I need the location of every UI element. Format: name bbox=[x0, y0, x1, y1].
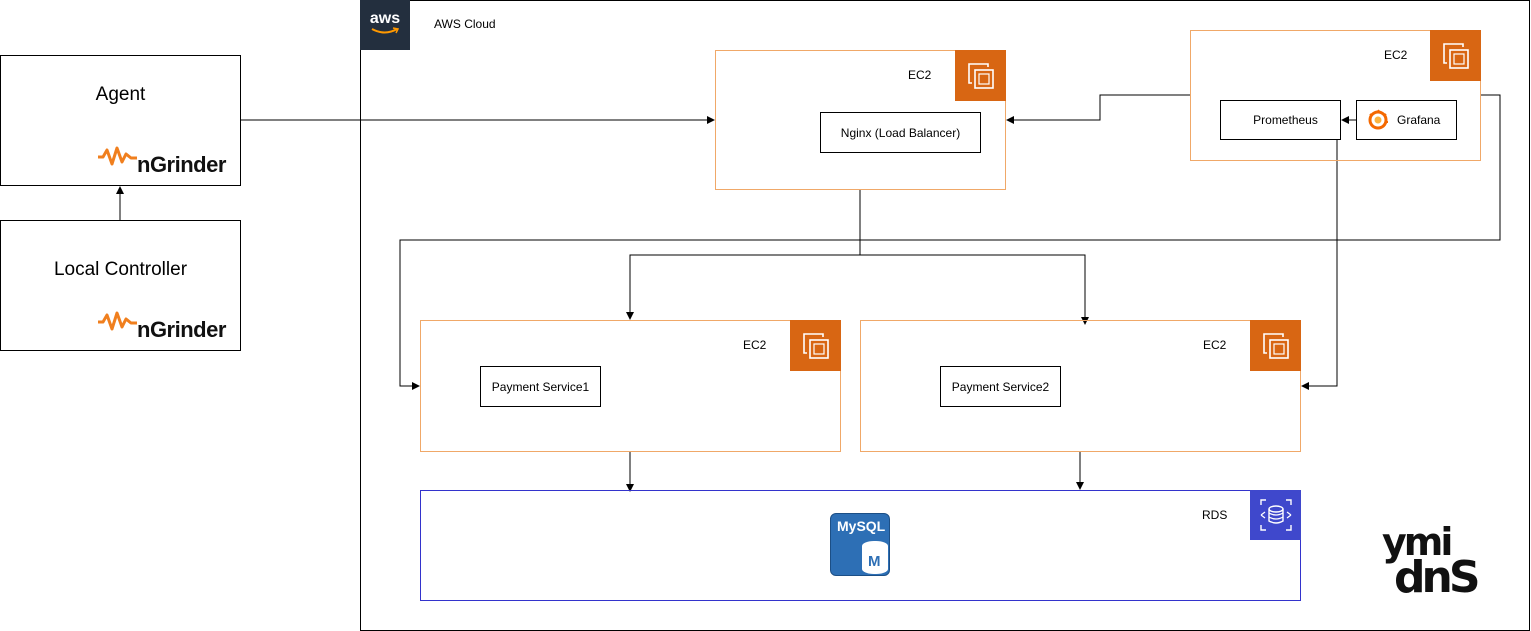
ec2-icon bbox=[1250, 320, 1301, 371]
monitor-ec2-label: EC2 bbox=[1384, 48, 1408, 62]
agent-box: Agent nGrinder bbox=[0, 55, 241, 186]
nginx-ec2-label: EC2 bbox=[908, 68, 932, 82]
ngrinder-wave-icon bbox=[98, 146, 137, 166]
aws-smile-icon bbox=[371, 27, 399, 34]
rds-group bbox=[420, 490, 1301, 601]
ngrinder-logo: nGrinder bbox=[97, 144, 237, 178]
monitor-ec2-group bbox=[1190, 30, 1481, 161]
ec2-icon bbox=[790, 320, 841, 371]
grafana-box: Grafana bbox=[1356, 100, 1457, 140]
controller-title: Local Controller bbox=[53, 259, 188, 280]
payment1-ec2-label: EC2 bbox=[743, 338, 767, 352]
payment2-service-box: Payment Service2 bbox=[940, 366, 1061, 407]
nginx-service-box: Nginx (Load Balancer) bbox=[820, 112, 981, 153]
payment2-ec2-label: EC2 bbox=[1203, 338, 1227, 352]
mysql-icon: MySQL M bbox=[830, 513, 890, 576]
ec2-icon bbox=[1430, 30, 1481, 81]
payment1-ec2-group bbox=[420, 320, 841, 452]
mysql-m-text: M bbox=[868, 553, 881, 570]
controller-box: Local Controller nGrinder bbox=[0, 220, 241, 351]
rds-label: RDS bbox=[1202, 508, 1228, 522]
payment2-ec2-group bbox=[860, 320, 1301, 452]
grafana-label: Grafana bbox=[1397, 113, 1441, 127]
ngrinder-wave-icon bbox=[98, 311, 137, 331]
nginx-ec2-group bbox=[715, 50, 1006, 190]
ngrinder-logo: nGrinder bbox=[97, 309, 237, 343]
payment1-service-box: Payment Service1 bbox=[480, 366, 601, 407]
ec2-icon bbox=[955, 50, 1006, 101]
mysql-text: MySQL bbox=[837, 518, 886, 534]
agent-brand: nGrinder bbox=[137, 152, 226, 177]
rds-icon bbox=[1250, 490, 1301, 540]
aws-logo-text: aws bbox=[369, 10, 401, 27]
agent-title: Agent bbox=[95, 84, 146, 105]
aws-cloud-title: AWS Cloud bbox=[434, 17, 496, 31]
watermark-logo: ymi dnS bbox=[1380, 520, 1505, 605]
grafana-icon bbox=[1368, 109, 1388, 130]
aws-logo-icon: aws bbox=[360, 0, 410, 50]
controller-brand: nGrinder bbox=[137, 317, 226, 342]
watermark-line1: ymi bbox=[1382, 520, 1453, 564]
watermark-line2: dnS bbox=[1394, 552, 1480, 603]
prometheus-box: Prometheus bbox=[1220, 100, 1341, 140]
mysql-cylinder-icon: M bbox=[862, 541, 888, 574]
